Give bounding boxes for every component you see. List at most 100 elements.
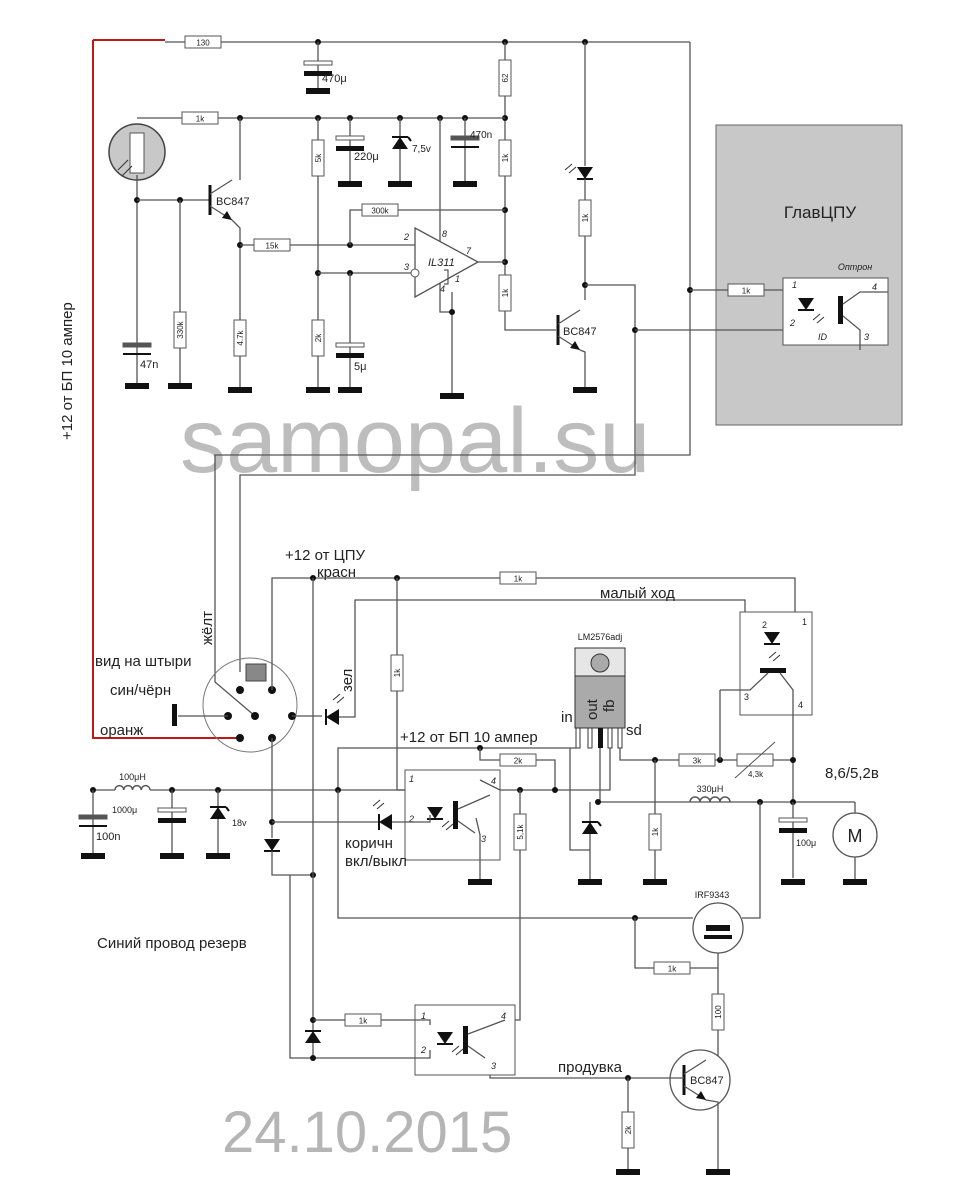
capacitor-null-plate	[450, 135, 480, 141]
capacitor-c5u-plate	[335, 342, 365, 348]
ground-symbol	[578, 879, 602, 885]
resistor-r1k_h	[648, 813, 662, 851]
resistor-r2k_c	[621, 1111, 635, 1149]
resistor-r1k_j	[344, 1013, 382, 1027]
resistor-r100	[711, 993, 725, 1031]
ground-symbol	[306, 387, 330, 393]
ground-symbol	[125, 383, 149, 389]
capacitor-null-plate	[451, 146, 479, 148]
photoresistor-element	[129, 132, 145, 174]
inductor-value: 100μH	[119, 772, 146, 782]
resistor-r1k_g	[390, 654, 404, 692]
optocoupler-led-triangle	[798, 298, 814, 310]
pin-number: 4	[501, 1011, 506, 1021]
led-light-rays-icon	[768, 651, 781, 662]
resistor-value: 4.7k	[236, 329, 245, 345]
lm2576-regulator	[574, 675, 626, 729]
wire	[683, 1059, 707, 1075]
mosfet-gate	[704, 935, 732, 939]
light-arrows-icon	[117, 159, 133, 177]
on-off-label: вкл/выкл	[345, 853, 407, 870]
resistor-r5k	[311, 139, 325, 177]
blue-black-label: син/чёрн	[110, 682, 171, 699]
low-speed-label: малый ход	[600, 585, 675, 602]
resistor-value: 1k	[668, 965, 677, 974]
reserve-diode-triangle	[305, 1031, 321, 1043]
ground-symbol	[168, 383, 192, 389]
pin-fb-label: fb	[601, 699, 618, 712]
resistor-value: 1k	[742, 287, 751, 296]
inductor-l100u	[114, 784, 151, 791]
wire	[209, 179, 233, 195]
wire	[705, 1099, 719, 1170]
transistor-label: BC847	[690, 1075, 724, 1087]
pin-number: 3	[481, 834, 486, 844]
cpu-supply-label: +12 от ЦПУ	[285, 547, 366, 564]
capacitor-value: 100μ	[796, 838, 816, 848]
junction-dot	[790, 757, 796, 763]
wire	[392, 815, 431, 823]
capacitor-c220u-plate	[336, 146, 364, 151]
wire	[439, 283, 452, 313]
junction-dot	[595, 799, 601, 805]
low-speed-led-triangle	[764, 632, 780, 644]
resistor-r62	[498, 59, 512, 97]
resistor-value: 1k	[196, 115, 205, 124]
comparator-label: IL311	[428, 257, 455, 269]
ground-symbol	[616, 1169, 640, 1175]
ground-symbol	[468, 879, 492, 885]
zener-value: 18v	[232, 818, 247, 828]
mosfet-label: IRF9343	[695, 890, 730, 900]
regulator-pin	[587, 727, 593, 749]
pin-number: 1	[802, 617, 807, 627]
optocoupler-phototransistor	[838, 296, 843, 324]
resistor-value: 1k	[501, 153, 510, 162]
comparator-il311	[414, 226, 480, 299]
capacitor-value: 470n	[470, 130, 492, 141]
pin-number: 2	[403, 232, 409, 242]
resistor-value: 2k	[314, 333, 323, 342]
capacitor-null-plate	[157, 807, 187, 813]
capacitor-c100n-plate	[78, 814, 108, 820]
ground-symbol	[306, 88, 330, 94]
psu-supply-label-2: +12 от БП 10 ампер	[400, 729, 538, 746]
pin-number: 3	[864, 332, 869, 342]
resistor-value: 100	[714, 1005, 723, 1019]
resistor-r2k_b	[499, 753, 537, 767]
wire	[337, 747, 578, 790]
pin-number: 7	[466, 246, 472, 256]
pin-number: 4	[491, 776, 496, 786]
schottky-diode-bar	[597, 821, 602, 827]
pin-number: 4	[798, 700, 803, 710]
capacitor-c100n-plate	[79, 825, 107, 827]
on-off-optocoupler-led-triangle	[427, 807, 443, 819]
led-light-rays-icon	[812, 313, 825, 324]
purge-label: продувка	[558, 1059, 623, 1076]
schottky-diode-triangle	[582, 822, 598, 834]
potentiometer-value: 4,3k	[748, 770, 764, 779]
open-collector-icon	[444, 269, 449, 285]
resistor-r3k	[678, 753, 716, 767]
resistor-value: 1k	[514, 575, 523, 584]
wire	[467, 1019, 506, 1035]
capacitor-c470u-plate	[303, 60, 333, 66]
emitter-arrow-icon	[570, 341, 580, 350]
capacitor-c5u-plate	[336, 353, 364, 358]
psu-supply-label: +12 от БП 10 ампер	[59, 302, 76, 440]
wire	[239, 284, 636, 672]
led-light-rays-icon	[372, 799, 385, 810]
ground-symbol	[338, 387, 362, 393]
optocoupler-id-label: ID	[818, 332, 828, 342]
wire	[720, 672, 769, 691]
pin-number: 4	[872, 282, 877, 292]
green-led-triangle	[326, 709, 339, 725]
wire	[289, 875, 313, 1059]
resistor-value: 300k	[371, 207, 389, 216]
connector-key	[245, 663, 267, 682]
connector-outline	[202, 657, 298, 753]
inverting-input-circle	[410, 268, 420, 278]
wire	[92, 40, 240, 739]
wire	[779, 672, 794, 802]
wire	[349, 209, 505, 245]
resistor-r1k_i	[653, 961, 691, 975]
